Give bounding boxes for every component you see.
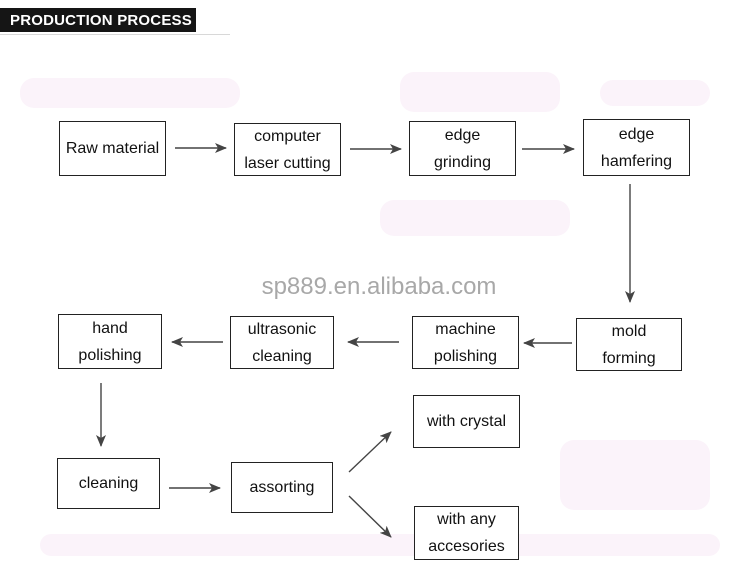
step-label: Raw material xyxy=(65,140,160,157)
step-label: ultrasonic xyxy=(247,320,317,338)
background-watermark-shape xyxy=(40,534,720,556)
step-laser-cutting: computer laser cutting xyxy=(234,123,341,176)
background-watermark-shape xyxy=(560,440,710,510)
arrow-assorting-to-accessories xyxy=(348,495,392,538)
step-edge-hamfering: edge hamfering xyxy=(583,119,690,176)
step-label: cleaning xyxy=(252,347,312,365)
section-title: PRODUCTION PROCESS xyxy=(0,8,196,32)
step-label: edge xyxy=(444,126,481,144)
step-assorting: assorting xyxy=(231,462,333,513)
step-edge-grinding: edge grinding xyxy=(409,121,516,176)
step-label: cleaning xyxy=(78,475,139,492)
step-label: computer xyxy=(254,127,321,145)
arrow-assorting-to-crystal xyxy=(348,431,392,473)
step-label: mold xyxy=(611,322,647,340)
step-label: edge xyxy=(618,125,655,143)
step-label: grinding xyxy=(434,153,491,171)
step-label: with crystal xyxy=(426,413,507,430)
step-raw-material: Raw material xyxy=(59,121,166,176)
step-label: assorting xyxy=(249,479,315,496)
background-watermark-shape xyxy=(380,200,570,236)
step-label: polishing xyxy=(78,346,142,364)
step-label: machine xyxy=(435,320,496,338)
step-label: hand xyxy=(92,319,128,337)
step-label: forming xyxy=(602,349,656,367)
background-watermark-shape xyxy=(400,72,560,112)
title-underline xyxy=(0,34,230,35)
background-watermark-shape xyxy=(20,78,240,108)
step-with-accessories: with any accesories xyxy=(414,506,519,560)
step-label: laser cutting xyxy=(244,154,331,172)
background-watermark-shape xyxy=(600,80,710,106)
step-cleaning: cleaning xyxy=(57,458,160,509)
step-label: polishing xyxy=(433,347,498,365)
step-label: with any xyxy=(437,511,496,528)
step-with-crystal: with crystal xyxy=(413,395,520,448)
watermark-text: sp889.en.alibaba.com xyxy=(261,273,497,300)
step-label: accesories xyxy=(428,538,505,555)
step-hand-polishing: hand polishing xyxy=(58,314,162,369)
step-mold-forming: mold forming xyxy=(576,318,682,371)
step-ultrasonic-cleaning: ultrasonic cleaning xyxy=(230,316,334,369)
step-machine-polishing: machine polishing xyxy=(412,316,519,369)
step-label: hamfering xyxy=(600,152,673,170)
